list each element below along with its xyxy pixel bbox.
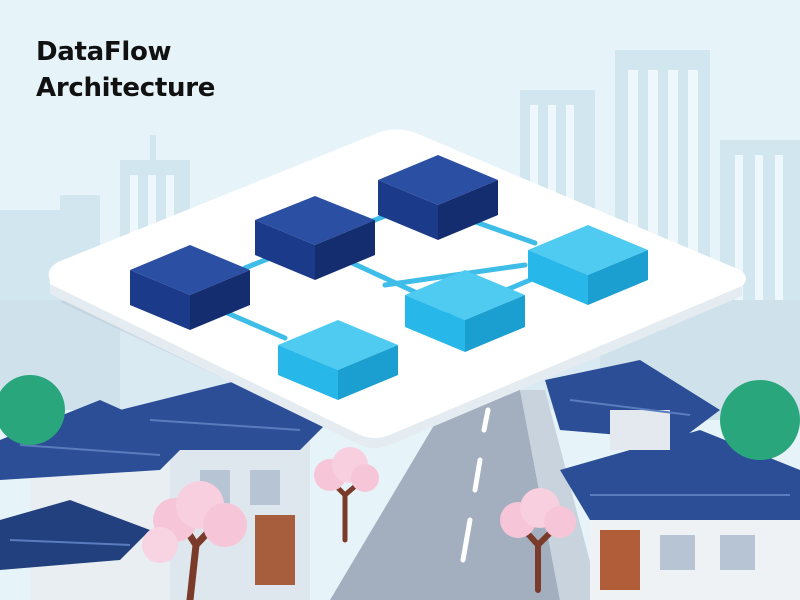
title-line-1: DataFlow [36, 37, 172, 67]
data-node-icon [255, 196, 375, 280]
data-node-icon [528, 225, 648, 305]
data-node-icon [405, 270, 525, 352]
road [330, 390, 560, 600]
left-roof-tiles [9, 419, 301, 546]
data-node-icon [378, 155, 498, 240]
data-node-icon [278, 320, 398, 400]
data-node-icon [130, 245, 250, 330]
road-markings [460, 407, 491, 563]
blossom-tree-left [142, 481, 247, 600]
green-tree-right [720, 380, 800, 460]
title-line-2: Architecture [36, 73, 216, 103]
blossom-tree-right [500, 488, 576, 593]
page-title: DataFlow Architecture [36, 34, 215, 106]
blossom-tree-center [314, 447, 379, 543]
right-roof-tiles [569, 399, 790, 496]
sidewalk-right [520, 390, 600, 600]
green-tree-left [0, 375, 65, 445]
